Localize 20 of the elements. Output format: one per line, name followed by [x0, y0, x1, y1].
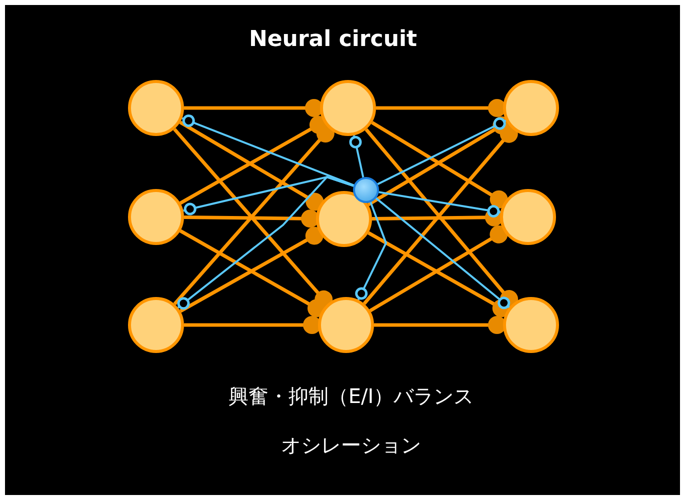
inhibitory-connection	[182, 114, 354, 186]
excitatory-connection	[184, 210, 319, 228]
inhibitory-connection	[177, 176, 354, 310]
inhibitory-connection	[378, 191, 501, 218]
neuron-circle	[320, 80, 376, 136]
neuron-circle	[500, 189, 556, 245]
excitatory-connection	[184, 316, 321, 334]
excitatory-connection	[372, 208, 503, 226]
inhibitory-connection	[375, 197, 510, 310]
caption-text: オシレーション	[281, 432, 421, 459]
caption-text: 興奮・抑制（E/I）バランス	[228, 383, 474, 410]
inhibitory-connection	[355, 202, 388, 300]
excitatory-connection	[184, 99, 323, 117]
inhibitory-connection	[349, 135, 364, 178]
excitatory-connection	[374, 316, 506, 334]
inhibitory-connection	[377, 117, 506, 186]
excitatory-connection	[376, 99, 506, 117]
title: Neural circuit	[248, 27, 418, 52]
neuron-circle	[318, 297, 374, 353]
interneuron-circle	[353, 177, 379, 203]
